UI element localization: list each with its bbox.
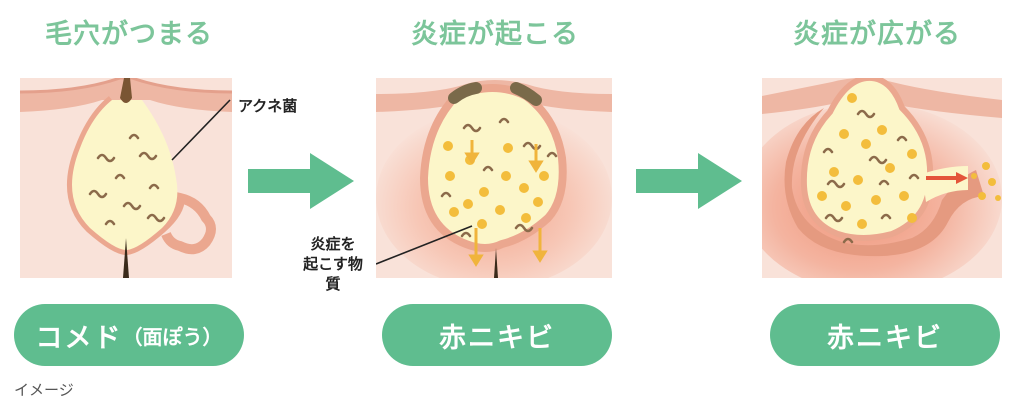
stage-1-label-sub: （面ぽう） <box>122 324 223 349</box>
stage-3-label-main: 赤ニキビ <box>827 322 943 354</box>
spreading-inflammation-illustration <box>762 78 1002 278</box>
stage-2-label-main: 赤ニキビ <box>439 322 555 354</box>
stage-2-label: 赤ニキビ <box>382 304 612 366</box>
stage-2-title: 炎症が起こる <box>411 19 579 50</box>
stage-3-label: 赤ニキビ <box>770 304 1000 366</box>
stage-1-title: 毛穴がつまる <box>45 19 213 50</box>
substance-callout-line1: 炎症を <box>310 235 356 253</box>
substance-callout: 炎症を 起こす物質 <box>300 234 366 294</box>
bacteria-callout: アクネ菌 <box>238 97 298 115</box>
substance-callout-line2: 起こす物質 <box>303 255 363 293</box>
stage-1-label: コメド（面ぽう） <box>14 304 244 366</box>
inflammation-illustration <box>376 78 612 278</box>
image-note: イメージ <box>14 381 74 399</box>
comedo-illustration <box>20 78 232 278</box>
stage-3-title: 炎症が広がる <box>793 19 961 50</box>
arrow-right-icon <box>636 153 742 209</box>
arrow-right-icon <box>248 153 354 209</box>
stage-1-label-main: コメド <box>35 322 123 354</box>
